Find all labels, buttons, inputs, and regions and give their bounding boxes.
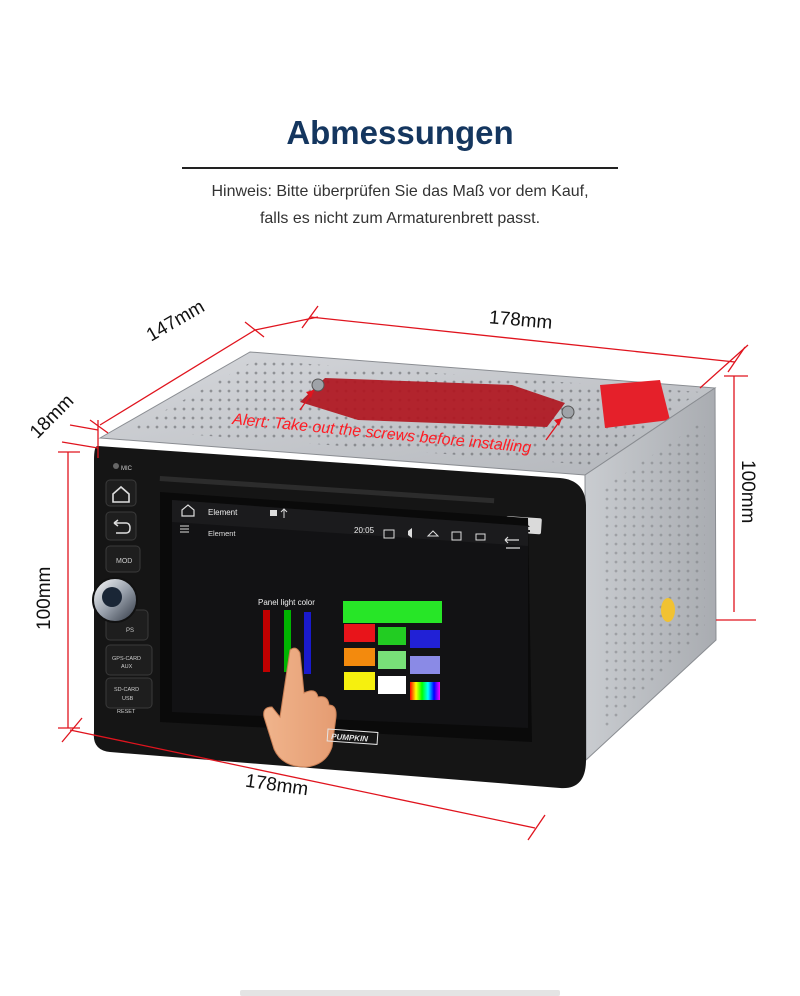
swatch-light-green[interactable] xyxy=(378,651,406,669)
volume-icon xyxy=(408,528,412,538)
blue-slider[interactable] xyxy=(304,612,311,674)
swatch-white[interactable] xyxy=(378,676,406,694)
red-slider[interactable] xyxy=(263,610,270,672)
brand-logo: PUMPKIN xyxy=(326,728,379,745)
side-yellow-dot xyxy=(661,598,675,622)
app-title: Element xyxy=(208,508,238,517)
sd-card-label: SD-CARD xyxy=(114,687,139,693)
sub-title: Element xyxy=(208,529,236,538)
mod-label: MOD xyxy=(116,558,132,565)
swatch-rainbow[interactable] xyxy=(410,682,440,700)
screw-left-icon xyxy=(311,378,325,392)
swatch-red[interactable] xyxy=(344,624,375,642)
green-slider[interactable] xyxy=(284,610,291,672)
pointing-hand xyxy=(263,647,337,768)
hint-line-1: Hinweis: Bitte überprüfen Sie das Maß vo… xyxy=(211,183,589,200)
gps-label: PS xyxy=(126,628,134,634)
close-app-icon xyxy=(451,531,462,541)
screw-alert-plate xyxy=(300,378,565,427)
swatch-yellow[interactable] xyxy=(344,672,375,690)
right-height-label: 100mm xyxy=(737,460,758,524)
alert-arrow-left-icon xyxy=(306,390,314,398)
screen-status-bar xyxy=(172,500,528,546)
clock: 20:05 xyxy=(354,526,375,535)
knob-center xyxy=(102,587,122,607)
menu-icon xyxy=(180,525,189,533)
alert-arrow-right-icon xyxy=(554,418,562,426)
gallery-icon xyxy=(270,510,277,516)
hint-line-2: falls es nicht zum Armaturenbrett passt. xyxy=(259,210,541,227)
back-icon xyxy=(113,519,131,534)
usb-icon xyxy=(280,508,288,518)
chassis-side-perforation xyxy=(600,420,705,735)
gps-card-slot[interactable] xyxy=(105,644,153,676)
home-icon xyxy=(112,485,130,503)
screw-right-icon xyxy=(561,405,575,419)
recents-icon xyxy=(475,533,486,541)
swatch-lavender[interactable] xyxy=(410,656,440,674)
panel-light-label[interactable]: Panel light color xyxy=(258,598,315,607)
swatch-blue[interactable] xyxy=(410,630,440,648)
swatch-green-wide[interactable] xyxy=(343,601,442,623)
dimension-lines xyxy=(58,305,756,841)
brand-text: PUMPKIN xyxy=(331,732,369,744)
swatch-orange[interactable] xyxy=(344,648,375,666)
reset-label: RESET xyxy=(117,709,136,715)
sd-card-slot[interactable] xyxy=(105,677,153,709)
screen-home-icon xyxy=(181,504,195,517)
mic-label: MIC xyxy=(121,466,133,472)
hint-text: Hinweis: Bitte überprüfen Sie das Maß vo… xyxy=(0,178,800,232)
mod-button[interactable] xyxy=(105,545,141,573)
gps-card-label: GPS-CARD xyxy=(112,656,141,662)
swatch-green[interactable] xyxy=(378,627,406,645)
eject-screen-icon xyxy=(426,530,440,537)
usb-label: USB xyxy=(122,696,134,702)
back-button[interactable] xyxy=(105,511,137,541)
left-height-label: 100mm xyxy=(34,566,55,630)
disc-slot xyxy=(159,476,495,504)
screenshot-icon xyxy=(383,529,395,539)
bottom-divider xyxy=(240,990,560,996)
warning-sticker xyxy=(600,380,670,428)
aux-label: AUX xyxy=(121,664,133,670)
mic-icon xyxy=(113,463,119,469)
page-title: Abmessungen xyxy=(286,114,514,151)
screen-back-icon xyxy=(504,536,520,549)
left-button-column xyxy=(92,479,153,709)
title-divider xyxy=(182,167,618,169)
